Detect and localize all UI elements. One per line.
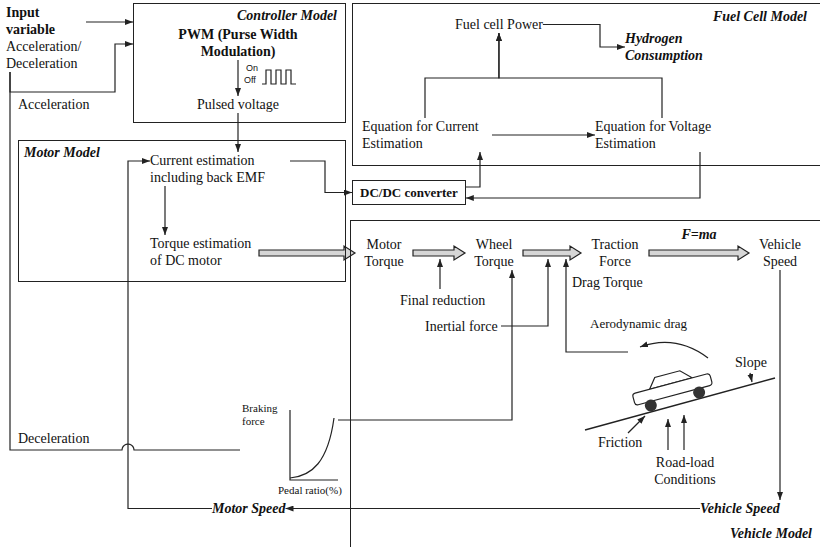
edge-label: Deceleration — [18, 430, 90, 447]
pwm-block: PWM (Purse Width Modulation) — [143, 26, 333, 60]
connector — [338, 270, 512, 420]
car-wheel — [644, 398, 659, 413]
node-text: Traction Force — [584, 236, 646, 270]
connector — [237, 113, 238, 152]
motor-torque: Motor Torque — [358, 236, 410, 270]
connector — [164, 186, 165, 235]
vehicle-speed: Vehicle Speed — [752, 236, 808, 270]
connector — [466, 152, 700, 198]
node-text: Input variable — [6, 4, 86, 38]
node-text: Motor Speed — [212, 500, 286, 517]
force-label: Road-load Conditions — [648, 454, 722, 488]
flow-arrow — [523, 246, 581, 260]
node-text: Fuel cell Power — [455, 16, 543, 33]
leader-arrow — [501, 259, 548, 326]
current-equation: Equation for Current Estimation — [362, 118, 492, 152]
node-text: Motor Torque — [358, 236, 410, 270]
model-heading: Controller Model — [237, 7, 337, 24]
node-text: PWM (Purse Width Modulation) — [143, 26, 333, 60]
hydrogen-consumption: Hydrogen Consumption — [625, 30, 725, 64]
node-text: Equation for Current Estimation — [362, 118, 492, 152]
force-label: Drag Torque — [572, 274, 643, 291]
traction-force: Traction Force — [584, 236, 646, 270]
pwm-waveform — [262, 70, 296, 84]
leader-arrow — [566, 259, 628, 352]
pulsed-voltage: Pulsed voltage — [183, 96, 293, 113]
controller-model-box: Controller ModelPWM (Purse Width Modulat… — [133, 3, 346, 123]
car-icon — [630, 364, 716, 416]
connector — [290, 161, 352, 193]
leader-arrow — [439, 259, 440, 289]
node-text: Equation for Voltage Estimation — [595, 118, 730, 152]
node-text: Vehicle Speed — [752, 236, 808, 270]
leader-arrow — [628, 416, 645, 433]
node-text: Current estimation including back EMF — [150, 152, 290, 186]
braking-curve — [290, 418, 334, 478]
signal-label: On — [246, 63, 258, 74]
car-wheel — [692, 385, 707, 400]
signal-label: Off — [244, 75, 256, 86]
flow-arrow — [259, 246, 355, 260]
current-estimation: Current estimation including back EMF — [150, 152, 290, 186]
force-label: Slope — [735, 354, 767, 371]
force-label: Inertial force — [425, 318, 498, 335]
vehicle-model-region: Vehicle Model Motor Torque Wheel Torque Tra… — [350, 220, 820, 547]
connector — [237, 60, 238, 96]
connector — [86, 21, 133, 22]
flow-arrow — [649, 246, 749, 260]
force-label: Aerodynamic drag — [590, 316, 687, 331]
model-heading: Vehicle Model — [730, 525, 812, 542]
edge-label: Acceleration — [18, 96, 90, 113]
node-text: Hydrogen Consumption — [625, 30, 725, 64]
connector — [779, 270, 780, 500]
flow-arrow — [413, 246, 465, 260]
model-heading: Fuel Cell Model — [713, 8, 807, 25]
aero-drag-arrow — [640, 342, 708, 358]
fuel-cell-power: Fuel cell Power — [455, 16, 543, 33]
motor-model-box: Motor Model Current estimation including … — [18, 140, 346, 282]
node-text: Torque estimation of DC motor — [150, 235, 256, 269]
fuel-cell-model-box: Fuel Cell Model Fuel cell PowerHydrogen C… — [352, 3, 820, 166]
braking-force-chart: Braking forcePedal ratio(%) — [240, 400, 338, 500]
motor-speed: Motor Speed — [212, 500, 286, 517]
vehicle-speed: Vehicle Speed — [700, 500, 780, 517]
node-text: Pulsed voltage — [183, 96, 293, 113]
node-text: Pedal ratio(%) — [278, 484, 342, 497]
edge-label: F=ma — [681, 226, 716, 243]
connector — [492, 134, 595, 135]
node-text: Braking force — [242, 402, 282, 428]
voltage-equation: Equation for Voltage Estimation — [595, 118, 730, 152]
force-label: Final reduction — [400, 292, 485, 309]
dcdc-converter-box: DC/DC converter — [352, 180, 466, 205]
connector — [466, 152, 480, 187]
leader-arrow — [667, 419, 668, 450]
leader-arrow — [683, 415, 684, 450]
node-text: Vehicle Speed — [700, 500, 780, 517]
leader-arrow — [750, 373, 752, 382]
model-heading: DC/DC converter — [360, 184, 458, 201]
input-variable: Input variableAcceleration/ Deceleration — [6, 4, 86, 72]
torque-estimation: Torque estimation of DC motor — [150, 235, 256, 269]
connector — [286, 508, 701, 509]
node-text: Wheel Torque — [468, 236, 520, 270]
wheel-torque: Wheel Torque — [468, 236, 520, 270]
chart-axes — [290, 410, 338, 480]
connector — [425, 33, 499, 118]
force-label: Friction — [598, 434, 642, 451]
node-text: Acceleration/ Deceleration — [6, 38, 86, 72]
connector — [128, 161, 212, 509]
connector — [543, 25, 625, 48]
car-body — [632, 373, 712, 405]
model-heading: Motor Model — [24, 144, 100, 161]
